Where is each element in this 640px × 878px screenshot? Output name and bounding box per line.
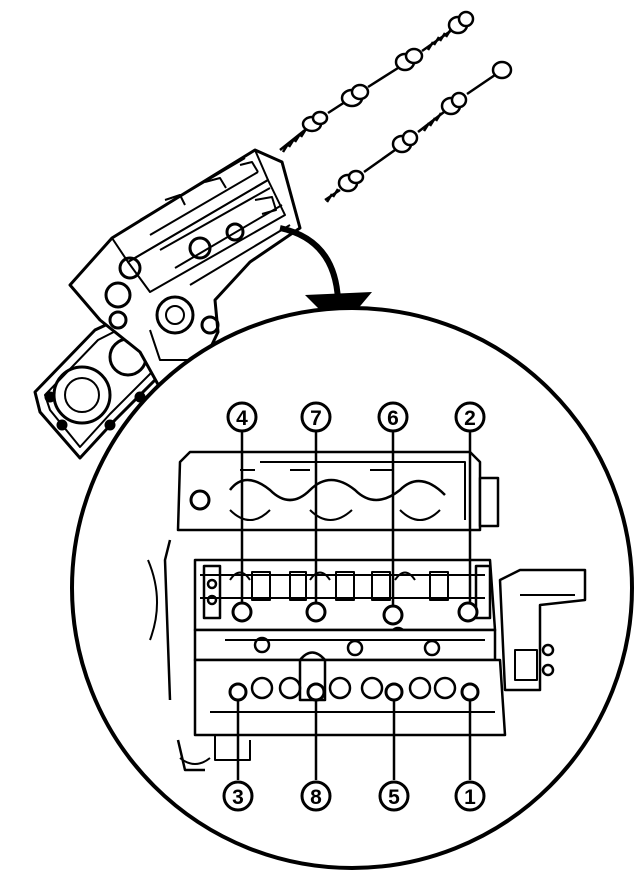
callout-2-label: 2	[464, 407, 476, 430]
callouts-bottom: 3 8 5 1	[222, 780, 486, 812]
callout-5-label: 5	[388, 786, 400, 809]
callouts-top: 4 7 6 2	[226, 401, 486, 433]
callout-6-label: 6	[387, 407, 399, 430]
alignment-bolt	[189, 489, 211, 511]
bolt-lower	[324, 60, 513, 203]
bolt-head-1	[460, 682, 480, 702]
cylinder-head-body	[68, 148, 302, 390]
bolt-head-7	[305, 601, 327, 623]
exploded-head-assembly	[33, 10, 513, 460]
leader-lines	[236, 430, 472, 780]
bolt-head-6	[382, 604, 404, 626]
bolt-head-5	[384, 682, 404, 702]
bolt-head-8	[306, 682, 326, 702]
callout-3-label: 3	[232, 786, 244, 809]
callout-8: 8	[300, 780, 332, 812]
callout-5: 5	[378, 780, 410, 812]
engine-block-detail	[147, 450, 587, 772]
callout-6: 6	[377, 401, 409, 433]
callout-3: 3	[222, 780, 254, 812]
callout-7: 7	[300, 401, 332, 433]
callout-4: 4	[226, 401, 258, 433]
callout-4-label: 4	[236, 407, 248, 430]
bolt-upper	[279, 10, 475, 153]
callout-2: 2	[454, 401, 486, 433]
callout-1-label: 1	[464, 786, 476, 809]
head-bolts-exploded	[279, 10, 513, 203]
callout-7-label: 7	[310, 407, 322, 430]
bolt-head-2	[457, 601, 479, 623]
callout-1: 1	[454, 780, 486, 812]
bolt-head-4	[231, 601, 253, 623]
detail-view: 4 7 6 2 3 8	[70, 306, 634, 870]
bolt-head-3	[228, 682, 248, 702]
callout-8-label: 8	[310, 786, 322, 809]
